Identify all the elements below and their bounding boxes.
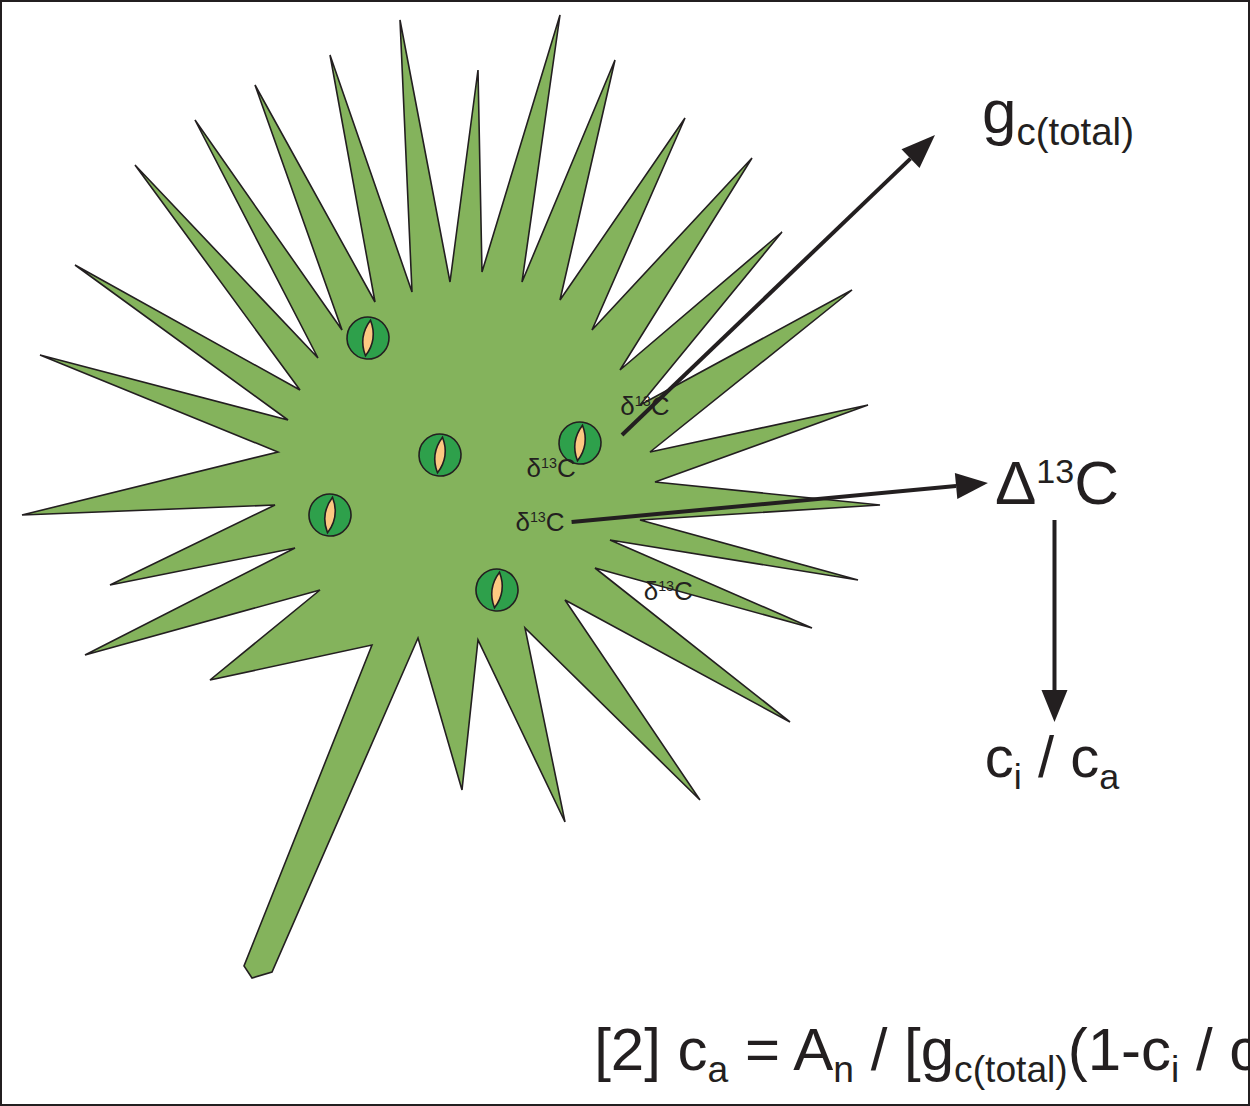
text-run: 13 — [1036, 452, 1074, 490]
node-text: ci / ca — [985, 728, 1119, 786]
text-run: / [g — [854, 1016, 954, 1083]
arrow-head — [902, 135, 936, 168]
text-run: i — [1171, 1048, 1179, 1090]
ratio-label: ci / ca — [982, 726, 1122, 788]
arrow-head — [955, 473, 988, 499]
text-run: Δ — [995, 448, 1036, 517]
text-run: δ — [620, 391, 634, 421]
discrimination-label: Δ13C — [992, 450, 1122, 516]
text-run: 13 — [541, 455, 557, 471]
text-run: c(total) — [1017, 110, 1134, 153]
text-run: / c — [1022, 724, 1099, 789]
stoma — [473, 566, 520, 613]
isotope-label: δ13C — [644, 578, 693, 604]
text-run: δ — [644, 576, 658, 606]
text-run: a — [708, 1048, 729, 1090]
text-run: = A — [728, 1016, 833, 1083]
leader-arrow — [622, 159, 911, 435]
text-run: a — [1099, 756, 1119, 797]
conductance-label: gc(total) — [982, 81, 1134, 143]
text-run: 13 — [635, 393, 651, 409]
text-run: c(total) — [954, 1048, 1068, 1090]
stoma — [344, 314, 391, 361]
text-run: C — [651, 391, 670, 421]
stoma — [306, 491, 353, 538]
arrow-head — [1041, 690, 1067, 722]
text-run: [2] c — [594, 1016, 707, 1083]
text-run: C — [546, 507, 565, 537]
text-run: / c — [1179, 1016, 1250, 1083]
text-run: c — [985, 724, 1014, 789]
node-text: δ13C — [515, 509, 564, 535]
node-text: Δ13C — [995, 452, 1119, 514]
text-run: C — [674, 576, 693, 606]
text-run: n — [833, 1048, 854, 1090]
connector-arrow — [1041, 520, 1067, 722]
stoma — [416, 431, 463, 478]
isotope-label: δ13C — [527, 455, 576, 481]
text-run: g — [982, 77, 1016, 146]
text-run: 13 — [658, 578, 674, 594]
connector-line — [572, 486, 956, 522]
isotope-label: δ13C — [620, 393, 669, 419]
text-run: 13 — [530, 509, 546, 525]
connector-arrow — [572, 473, 988, 522]
palm-leaf — [22, 15, 880, 978]
connector-line — [1052, 520, 1056, 690]
text-run: δ — [515, 507, 529, 537]
text-run: C — [1074, 448, 1119, 517]
isotope-label: δ13C — [512, 507, 567, 537]
text-run: (1-c — [1068, 1016, 1171, 1083]
text-run: i — [1014, 756, 1022, 797]
text-run: δ — [527, 453, 541, 483]
text-run: C — [557, 453, 576, 483]
equation: [2] ca = An / [gc(total)(1-ci / ca)] — [594, 1020, 1250, 1080]
